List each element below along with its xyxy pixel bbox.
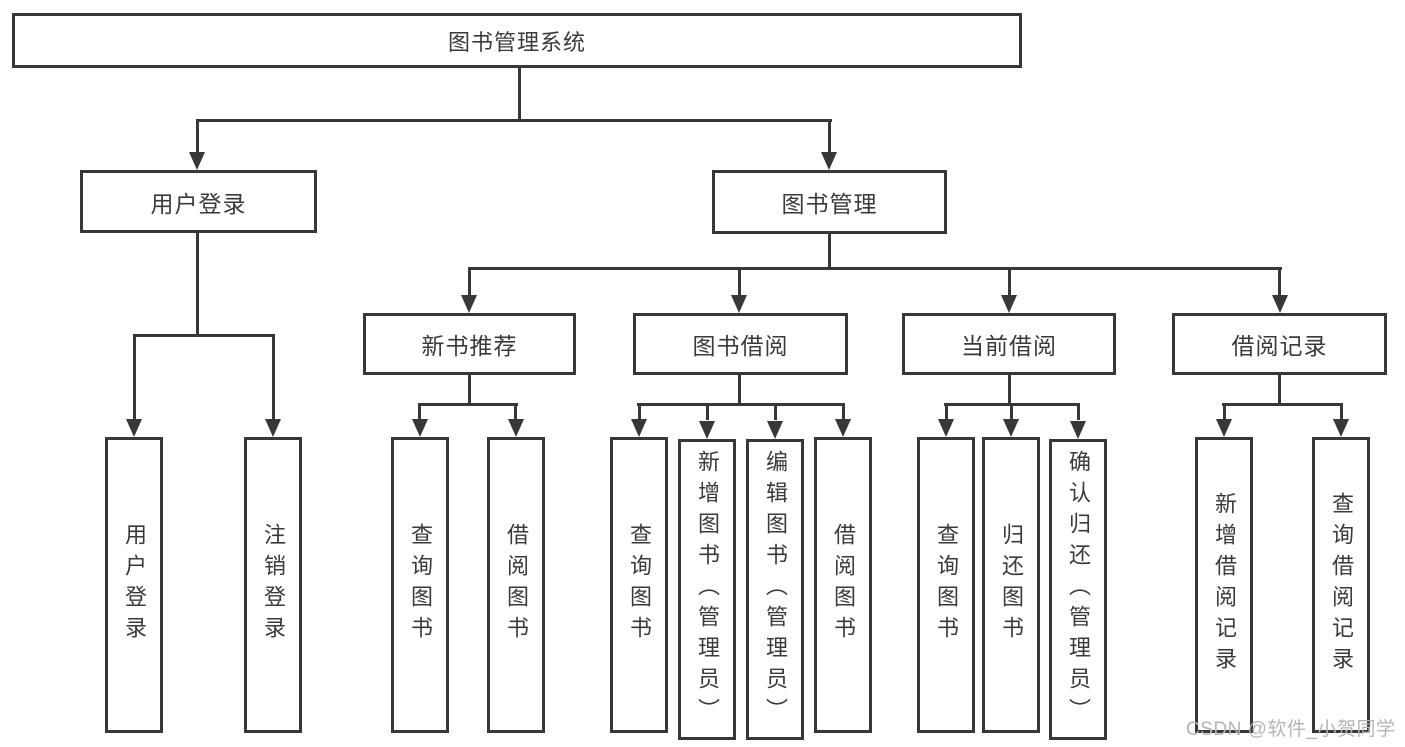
arrow-to-book-mgmt [821,152,837,170]
arrow-to-bw-query [631,419,647,437]
node-leaf-newbook-borrow-label: 借阅图书 [504,523,529,647]
node-leaf-borrow-add: 新增图书（管理员） [678,439,736,740]
connector-userlogin-stem [196,233,199,336]
node-leaf-borrow-query-label: 查询图书 [627,523,652,647]
node-book-management-label: 图书管理 [781,191,878,217]
arrow-to-nb-query [412,419,428,437]
node-current-borrow: 当前借阅 [902,313,1116,375]
connector-bookborrow-drop4 [842,403,845,420]
node-borrow-records: 借阅记录 [1172,313,1387,375]
node-book-borrow-label: 图书借阅 [692,333,789,359]
arrow-to-current-borrow [1001,295,1017,313]
node-leaf-logout: 注销登录 [244,437,302,733]
arrow-to-bw-edit [767,421,783,439]
connector-userlogin-bar [133,334,275,337]
node-root: 图书管理系统 [12,13,1022,68]
node-leaf-current-query: 查询图书 [917,437,975,733]
node-leaf-newbook-query: 查询图书 [391,437,449,733]
node-leaf-current-return: 归还图书 [982,437,1040,733]
connector-records-drop1 [1223,403,1226,420]
connector-newbooks-drop1 [418,403,421,420]
node-leaf-borrow-query: 查询图书 [610,437,668,733]
connector-root-right-drop [828,119,831,154]
arrow-to-nb-borrow [508,419,524,437]
node-new-book-recommend-label: 新书推荐 [421,333,518,359]
node-leaf-records-add: 新增借阅记录 [1195,437,1253,733]
node-leaf-newbook-query-label: 查询图书 [408,523,433,647]
connector-userlogin-drop1 [133,334,136,420]
node-leaf-user-login-label: 用户登录 [122,523,147,647]
connector-bookmgmt-bar [468,267,1282,270]
node-leaf-logout-label: 注销登录 [261,523,286,647]
node-leaf-records-query: 查询借阅记录 [1312,437,1370,733]
node-new-book-recommend: 新书推荐 [363,313,576,375]
connector-newbooks-stem [468,375,471,406]
connector-records-drop2 [1340,403,1343,420]
arrow-to-cur-return [1003,419,1019,437]
node-leaf-borrow-borrow: 借阅图书 [814,437,872,733]
connector-currentborrow-drop1 [945,403,948,420]
connector-userlogin-drop2 [272,334,275,420]
node-user-login-label: 用户登录 [150,190,247,217]
node-book-borrow: 图书借阅 [633,313,848,375]
connector-bookmgmt-drop2 [738,267,741,296]
node-leaf-borrow-edit: 编辑图书（管理员） [746,439,804,740]
node-leaf-user-login: 用户登录 [105,437,163,733]
node-leaf-current-query-label: 查询图书 [934,523,959,647]
node-leaf-borrow-add-label: 新增图书（管理员） [695,450,720,729]
arrow-to-user-login [189,152,205,170]
arrow-to-book-borrow [731,295,747,313]
arrow-to-bw-borrow [835,419,851,437]
node-root-label: 图书管理系统 [447,29,586,55]
arrow-to-new-books [461,295,477,313]
node-leaf-current-return-label: 归还图书 [999,523,1024,647]
connector-records-stem [1278,375,1281,406]
connector-root-left-drop [196,119,199,154]
arrow-to-borrow-records [1272,295,1288,313]
csdn-watermark: CSDN @软件_小贺同学 [1186,719,1396,740]
connector-bookmgmt-drop3 [1008,267,1011,296]
connector-records-bar [1222,403,1343,406]
node-current-borrow-label: 当前借阅 [961,333,1057,359]
arrow-to-leaf-logout [265,419,281,437]
connector-root-stem [518,68,521,120]
arrow-to-bw-add [699,421,715,439]
connector-currentborrow-stem [1008,375,1011,406]
node-leaf-borrow-edit-label: 编辑图书（管理员） [763,450,788,729]
node-book-management: 图书管理 [712,170,947,234]
node-leaf-current-confirm: 确认归还（管理员） [1049,439,1107,740]
connector-bookmgmt-drop1 [468,267,471,296]
connector-currentborrow-drop2 [1010,403,1013,420]
node-leaf-newbook-borrow: 借阅图书 [487,437,545,733]
node-user-login: 用户登录 [80,170,317,233]
connector-bookborrow-drop3 [774,403,777,420]
connector-newbooks-drop2 [514,403,517,420]
connector-bookborrow-stem [738,375,741,406]
connector-bookborrow-bar [637,403,845,406]
connector-root-bar [196,119,832,122]
connector-bookborrow-drop1 [638,403,641,420]
arrow-to-leaf-user-login [126,419,142,437]
arrow-to-cur-confirm [1070,421,1086,439]
connector-bookmgmt-drop4 [1278,267,1281,296]
node-leaf-records-query-label: 查询借阅记录 [1329,492,1354,678]
node-leaf-records-add-label: 新增借阅记录 [1212,492,1237,678]
node-leaf-borrow-borrow-label: 借阅图书 [831,523,856,647]
node-borrow-records-label: 借阅记录 [1231,333,1328,359]
connector-bookborrow-drop2 [706,403,709,420]
arrow-to-rec-query [1333,419,1349,437]
arrow-to-rec-add [1216,419,1232,437]
connector-currentborrow-drop3 [1077,403,1080,420]
node-leaf-current-confirm-label: 确认归还（管理员） [1066,450,1091,729]
arrow-to-cur-query [938,419,954,437]
connector-newbooks-bar [418,403,518,406]
connector-bookmgmt-stem [828,234,831,270]
